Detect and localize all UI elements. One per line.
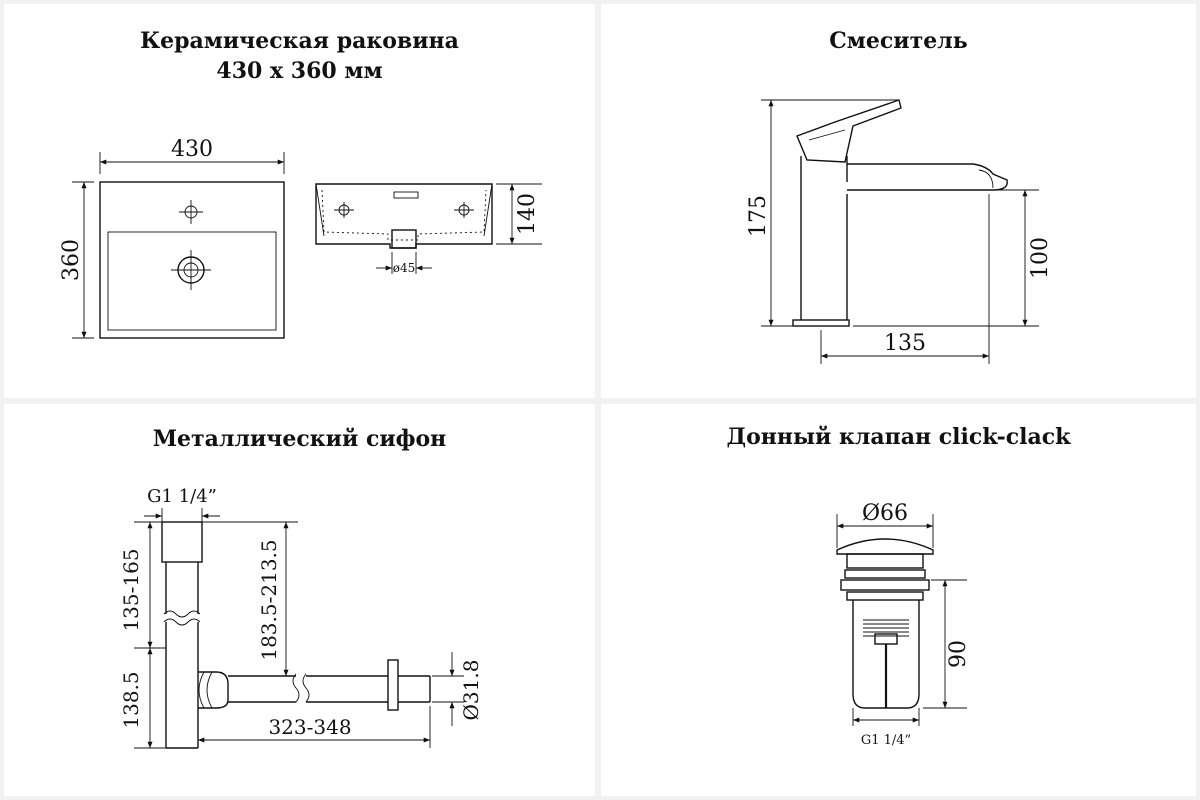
siphon-thread-label: G1 1/4” (147, 486, 217, 507)
faucet-spout-height-label: 100 (1028, 237, 1053, 279)
faucet-drawing: 175 100 135 (746, 99, 1053, 364)
sink-height-label: 360 (59, 239, 84, 281)
faucet-shape (792, 99, 1008, 327)
valve-shape (836, 538, 934, 709)
siphon-outlet-height-label: 183.5-213.5 (257, 539, 281, 660)
panel-sink: Керамическая раковина 430 х 360 мм 4 (4, 4, 595, 398)
sink-title-line1: Керамическая раковина (140, 28, 459, 54)
sink-title: Керамическая раковина 430 х 360 мм (4, 26, 595, 86)
faucet-height-label: 175 (746, 195, 771, 237)
faucet-title: Смеситель (829, 28, 968, 54)
valve-drawing: Ø66 90 G1 1/4” (836, 501, 971, 748)
siphon-drawing: G1 1/4” 135-165 138.5 183.5-213.5 323-34… (119, 486, 483, 749)
valve-title: Донный клапан click-clack (726, 424, 1071, 450)
siphon-upper-label: 135-165 (119, 548, 143, 631)
valve-diameter-label: Ø66 (862, 501, 908, 526)
sink-drain-label: ø45 (393, 261, 416, 275)
siphon-lower-label: 138.5 (119, 671, 143, 728)
sink-drawing: 430 360 ø45 (59, 137, 542, 339)
siphon-shape (161, 521, 431, 749)
sink-width-label: 430 (171, 137, 213, 162)
panel-faucet: Смеситель 175 100 (601, 4, 1196, 398)
valve-thread-label: G1 1/4” (861, 733, 911, 748)
valve-height-label: 90 (946, 640, 971, 668)
sink-top-view: 430 360 (59, 137, 285, 339)
siphon-length-label: 323-348 (268, 715, 351, 739)
sink-section-view: ø45 140 (315, 183, 542, 275)
siphon-pipe-label: Ø31.8 (459, 660, 483, 721)
sink-title-line2: 430 х 360 мм (216, 58, 383, 84)
panel-valve: Донный клапан click-clack (601, 404, 1196, 796)
siphon-title: Металлический сифон (152, 426, 447, 452)
faucet-reach-label: 135 (884, 331, 926, 356)
panel-siphon: Металлический сифон (4, 404, 595, 796)
sink-depth-label: 140 (515, 193, 540, 235)
